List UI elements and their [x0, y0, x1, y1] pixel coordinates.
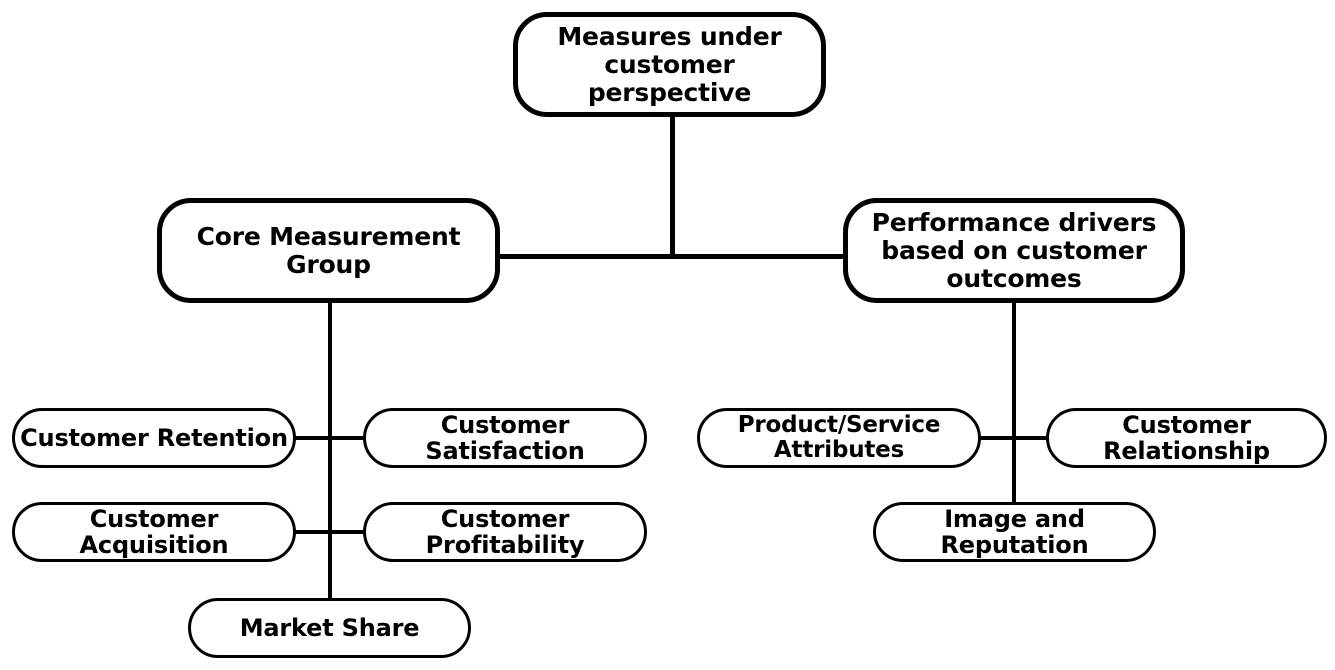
node-core-measurement-group[interactable]: Core Measurement Group	[157, 198, 500, 303]
connector-core-to-customer-profitability	[328, 530, 365, 534]
connector-core-to-customer-retention	[294, 436, 330, 440]
connector-performance-drivers-spine	[1012, 301, 1016, 533]
node-product-service-attributes[interactable]: Product/Service Attributes	[697, 408, 981, 468]
node-image-and-reputation[interactable]: Image and Reputation	[873, 502, 1156, 562]
connector-drivers-to-customer-relationship	[1012, 436, 1048, 440]
connector-core-to-customer-satisfaction	[328, 436, 365, 440]
connector-core-to-customer-acquisition	[294, 530, 330, 534]
connector-root-to-branch-bus	[670, 115, 675, 259]
node-performance-drivers[interactable]: Performance drivers based on customer ou…	[843, 198, 1185, 303]
node-customer-relationship[interactable]: Customer Relationship	[1046, 408, 1327, 468]
node-customer-profitability[interactable]: Customer Profitability	[363, 502, 647, 562]
node-customer-acquisition[interactable]: Customer Acquisition	[12, 502, 296, 562]
connector-core-group-spine	[328, 301, 332, 626]
node-measures-under-customer-perspective[interactable]: Measures under customer perspective	[513, 12, 826, 117]
node-market-share[interactable]: Market Share	[188, 598, 471, 658]
node-customer-satisfaction[interactable]: Customer Satisfaction	[363, 408, 647, 468]
connector-branch-bus-horizontal	[498, 254, 845, 259]
connector-drivers-to-product-service-attributes	[979, 436, 1014, 440]
node-customer-retention[interactable]: Customer Retention	[12, 408, 296, 468]
